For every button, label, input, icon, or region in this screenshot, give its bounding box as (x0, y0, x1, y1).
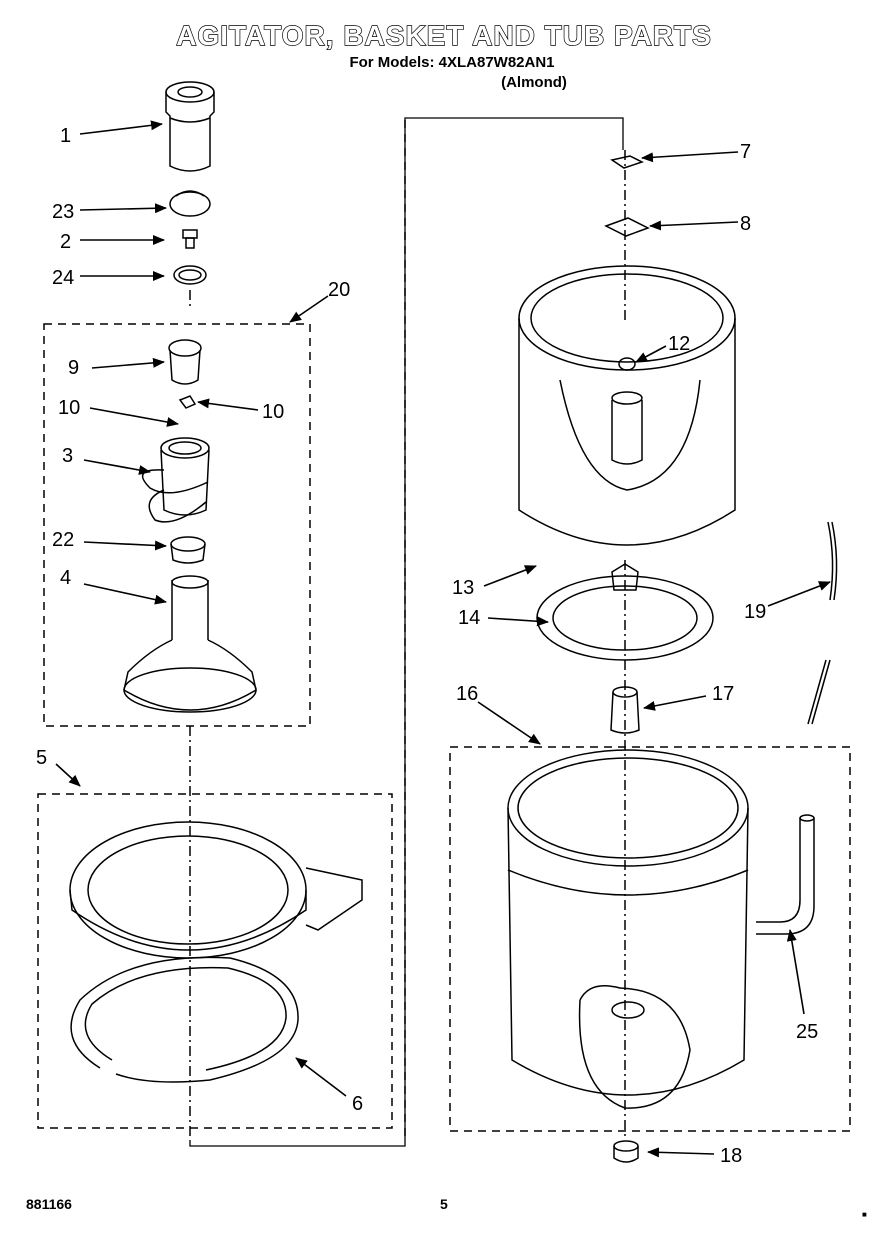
document-number: 881166 (26, 1196, 72, 1212)
agitator-group-box (43, 323, 311, 727)
callout-10-right: 10 (262, 401, 284, 423)
footer-mark: ■ (862, 1210, 867, 1219)
outlet-hose-part (756, 814, 815, 935)
callout-12: 12 (668, 333, 690, 355)
tub-ring-part (69, 821, 363, 959)
spin-basket-part (518, 265, 736, 546)
callout-19: 19 (744, 601, 766, 623)
callout-5: 5 (36, 747, 47, 769)
seal-part (604, 217, 650, 237)
callout-25: 25 (796, 1021, 818, 1043)
callout-2: 2 (60, 231, 71, 253)
callout-7: 7 (740, 141, 751, 163)
outer-tub-part (507, 749, 749, 1109)
callout-17: 17 (712, 683, 734, 705)
o-ring-part (173, 265, 207, 285)
snubber-ring-part (70, 956, 299, 1083)
agitator-base-part (123, 575, 257, 713)
drain-plug-part (613, 1140, 639, 1163)
agitator-cap-part (169, 190, 211, 217)
callout-13: 13 (452, 577, 474, 599)
callout-24: 24 (52, 267, 74, 289)
hose-tube-part (807, 521, 838, 725)
bolt-part (182, 229, 198, 249)
agitator-cam-part (168, 339, 202, 385)
callout-6: 6 (352, 1093, 363, 1115)
bearing-part (610, 686, 640, 734)
callout-18: 18 (720, 1145, 742, 1167)
agitator-dog-part (178, 395, 197, 409)
softener-dispenser-part (165, 81, 215, 172)
callout-14: 14 (458, 607, 480, 629)
callout-20: 20 (328, 279, 350, 301)
callout-10-left: 10 (58, 397, 80, 419)
callout-1: 1 (60, 125, 71, 147)
callout-8: 8 (740, 213, 751, 235)
tub-ring-group-box (37, 793, 393, 1129)
callout-4: 4 (60, 567, 71, 589)
callout-9: 9 (68, 357, 79, 379)
callout-3: 3 (62, 445, 73, 467)
diagram-title: AGITATOR, BASKET AND TUB PARTS (176, 19, 712, 51)
page-number: 5 (440, 1196, 448, 1212)
model-line: For Models: 4XLA87W82AN1 (349, 54, 555, 71)
callout-22: 22 (52, 529, 74, 551)
callout-16: 16 (456, 683, 478, 705)
callout-23: 23 (52, 201, 74, 223)
outer-tub-group-box (449, 746, 851, 1132)
clip-part (610, 155, 644, 169)
drive-ring-part (170, 536, 206, 564)
color-line: (Almond) (501, 74, 567, 91)
auger-part (141, 437, 210, 523)
